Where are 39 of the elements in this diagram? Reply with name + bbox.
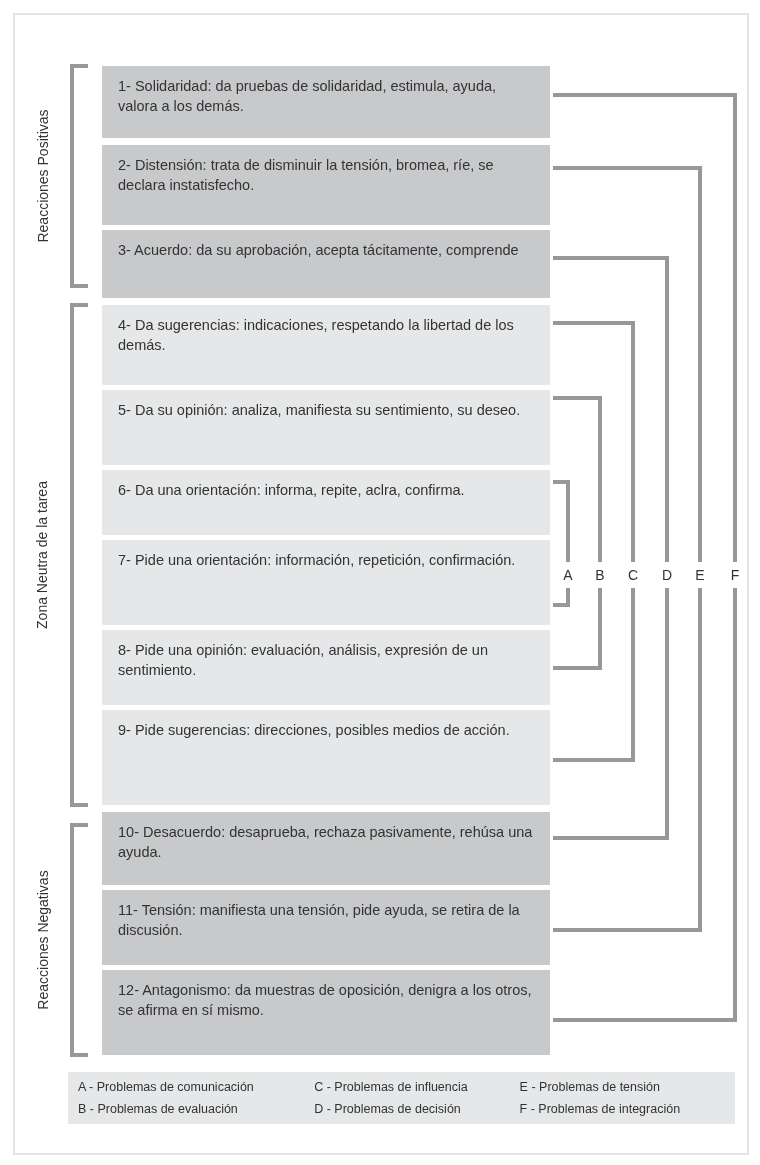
category-box: 3- Acuerdo: da su aprobación, acepta tácitamente, comprende	[102, 230, 550, 298]
bracket-line	[553, 256, 669, 562]
bracket-letter: A	[560, 566, 576, 584]
category-box: 4- Da sugerencias: indicaciones, respetando la libertad de los demás.	[102, 305, 550, 385]
legend-entry: F - Problemas de integración	[519, 1102, 682, 1116]
legend-entry: D - Problemas de decisión	[314, 1102, 462, 1116]
bracket-line	[553, 93, 737, 562]
bracket-line	[553, 588, 602, 670]
group-label: Reacciones Negativas	[34, 870, 51, 1010]
category-box: 10- Desacuerdo: desaprueba, rechaza pasivamente, rehúsa una ayuda.	[102, 812, 550, 885]
bracket-line	[553, 396, 602, 562]
legend-entry: A - Problemas de comunicación	[78, 1080, 255, 1094]
category-box: 8- Pide una opinión: evaluación, análisis, expresión de un sentimiento.	[102, 630, 550, 705]
category-box: 6- Da una orientación: informa, repite, aclra, confirma.	[102, 470, 550, 535]
category-box: 7- Pide una orientación: información, repetición, confirmación.	[102, 540, 550, 625]
legend-entry: E - Problemas de tensión	[519, 1080, 661, 1094]
bracket-letter: D	[659, 566, 675, 584]
bracket-line	[553, 588, 635, 762]
bracket-line	[553, 588, 737, 1022]
bracket-letter: C	[625, 566, 641, 584]
bracket-line	[553, 588, 702, 932]
bracket-line	[553, 480, 570, 562]
bracket-letter: F	[727, 566, 743, 584]
bracket-letter: B	[592, 566, 608, 584]
group-label: Zona Neutra de la tarea	[33, 481, 50, 629]
category-box: 9- Pide sugerencias: direcciones, posibles medios de acción.	[102, 710, 550, 805]
legend-entry: B - Problemas de evaluación	[78, 1102, 239, 1116]
category-box: 2- Distensión: trata de disminuir la tensión, bromea, ríe, se declara instatisfecho.	[102, 145, 550, 225]
category-box: 5- Da su opinión: analiza, manifiesta su sentimiento, su deseo.	[102, 390, 550, 465]
bracket-line	[553, 166, 702, 562]
bracket-line	[553, 321, 635, 562]
bracket-line	[553, 588, 570, 607]
bracket-line	[553, 588, 669, 840]
bracket-letter: E	[692, 566, 708, 584]
group-label: Reacciones Positivas	[34, 109, 51, 243]
legend-entry: C - Problemas de influencia	[314, 1080, 469, 1094]
category-box: 12- Antagonismo: da muestras de oposición, denigra a los otros, se afirma en sí mismo.	[102, 970, 550, 1055]
category-box: 1- Solidaridad: da pruebas de solidaridad, estimula, ayuda, valora a los demás.	[102, 66, 550, 138]
category-box: 11- Tensión: manifiesta una tensión, pide ayuda, se retira de la discusión.	[102, 890, 550, 965]
